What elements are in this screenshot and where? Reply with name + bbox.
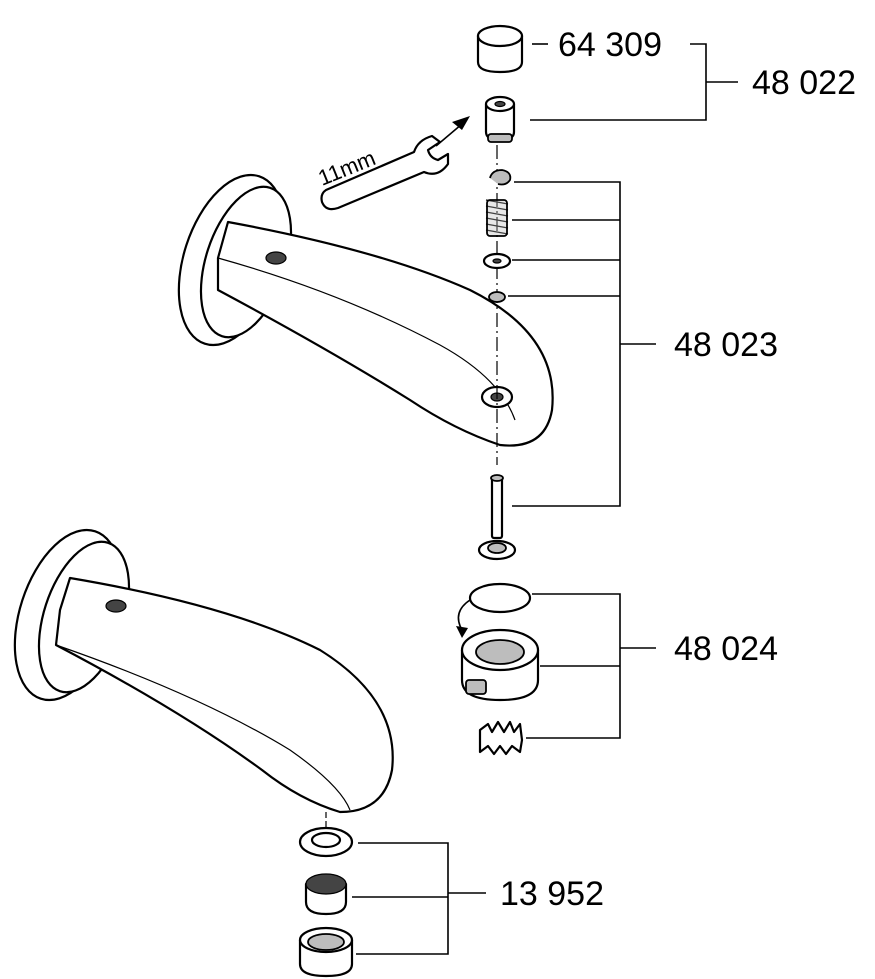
wrench-arrow-line bbox=[435, 123, 463, 147]
part-o-ring-small bbox=[488, 291, 506, 303]
part-o-ring-large bbox=[468, 582, 532, 614]
part-aerator-washer bbox=[298, 826, 354, 858]
label-13952: 13 952 bbox=[500, 875, 604, 913]
label-64309: 64 309 bbox=[558, 26, 662, 64]
part-washer bbox=[482, 252, 512, 270]
wrench-arrow-head bbox=[452, 116, 470, 130]
part-diverter-body bbox=[456, 599, 540, 702]
label-48024: 48 024 bbox=[674, 630, 778, 668]
part-spring bbox=[485, 199, 509, 237]
lower-spout bbox=[13, 528, 394, 814]
part-cap bbox=[476, 24, 524, 74]
wrench-11mm: 11mm bbox=[315, 116, 470, 211]
upper-spout bbox=[177, 173, 554, 447]
upper-logo-badge bbox=[265, 251, 287, 265]
lower-logo-badge bbox=[105, 599, 127, 613]
part-aerator-insert bbox=[304, 873, 348, 916]
part-button-body bbox=[484, 95, 516, 143]
label-48023: 48 023 bbox=[674, 326, 778, 364]
part-aerator-housing bbox=[298, 926, 354, 978]
part-clip bbox=[489, 169, 512, 186]
rotation-arrow bbox=[457, 599, 471, 631]
label-48022: 48 022 bbox=[752, 64, 856, 102]
leader-lines bbox=[352, 43, 738, 955]
part-spindle bbox=[477, 474, 517, 561]
rotation-arrow-head bbox=[456, 626, 468, 638]
part-star-insert bbox=[478, 720, 524, 756]
